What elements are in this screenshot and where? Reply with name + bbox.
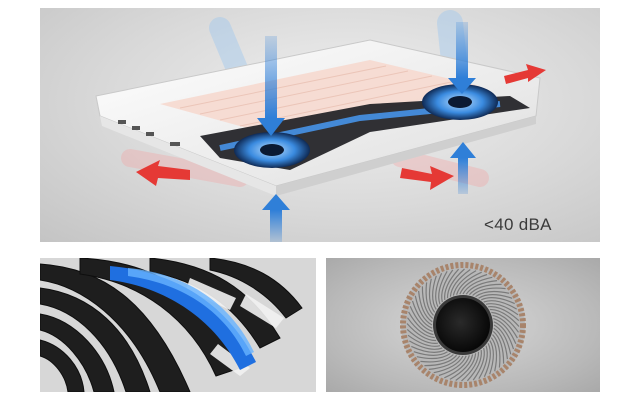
cool-air-arrows [257,22,476,242]
fan-blade [459,273,488,295]
fan-blade [408,340,443,350]
fan-blade [414,295,433,326]
fan-blade [472,287,506,296]
fan-blade [472,347,485,381]
fan-blade [492,314,518,339]
fan-blade [406,323,437,342]
fan-blade [421,286,434,320]
fan-blade [407,334,441,347]
fan-blade [466,350,482,382]
fan-right [422,84,498,120]
fan-blade [493,324,512,355]
fan-blades-image [400,262,526,388]
fan-blade [416,352,451,360]
fan-blade [465,280,498,295]
noise-level-label: <40 dBA [484,215,552,234]
fan-blade [411,300,433,329]
fan-blade [407,317,435,339]
fan-blade [493,318,517,344]
fan-blade [428,355,461,370]
fan-blade [444,355,470,379]
fan-blade [413,351,448,356]
laptop-airflow-illustration [95,10,546,242]
fan-blade [441,269,454,303]
fan-blade [483,342,491,377]
fan-blade [452,270,477,296]
hero-panel: <40 dBA [40,8,600,242]
fan-blade [493,327,508,360]
fan-blade [406,328,438,344]
fan-blade [480,297,515,305]
heatsink-fins-panel [40,258,316,392]
fan-blade [462,276,493,295]
fan-blade [489,308,520,327]
fan-blade [461,351,480,382]
fan-blade [409,306,433,332]
heatsink-fins-image [40,258,316,392]
fan-blade [449,269,471,297]
fan-blade [425,282,434,316]
fan-blade [424,354,458,367]
fan-blade [475,290,510,298]
hot-air-arrows [136,64,546,190]
fan-blade [483,300,518,310]
fan-blade [485,303,519,316]
fan-blade [492,334,501,368]
fan-blade [428,278,436,313]
fan-blade [492,330,505,364]
fan-blade [433,355,464,374]
fan-blade [491,311,519,333]
fan-blade [449,354,474,380]
fan-blade [446,268,465,299]
fan-blade [408,311,434,336]
fan-blade [411,345,446,353]
highlighted-fin [110,266,256,370]
fan-blade [493,321,515,350]
fan-blade [444,268,460,300]
fan-blade [478,294,513,299]
fan-blade [438,270,448,305]
fan-blade [456,271,482,295]
fan-blade [478,345,488,380]
fan-left [234,132,310,168]
fan-blade [455,353,477,381]
fan-blade [438,355,467,377]
fan-blade [489,340,494,375]
fan-blade [420,354,454,363]
fan-blade [468,283,502,296]
fan-blades-panel [326,258,600,392]
fan-blade [432,275,437,310]
fan-blade [488,306,520,322]
fan-blade [418,290,433,323]
fan-blade [435,273,443,308]
fan-blade [490,337,498,372]
